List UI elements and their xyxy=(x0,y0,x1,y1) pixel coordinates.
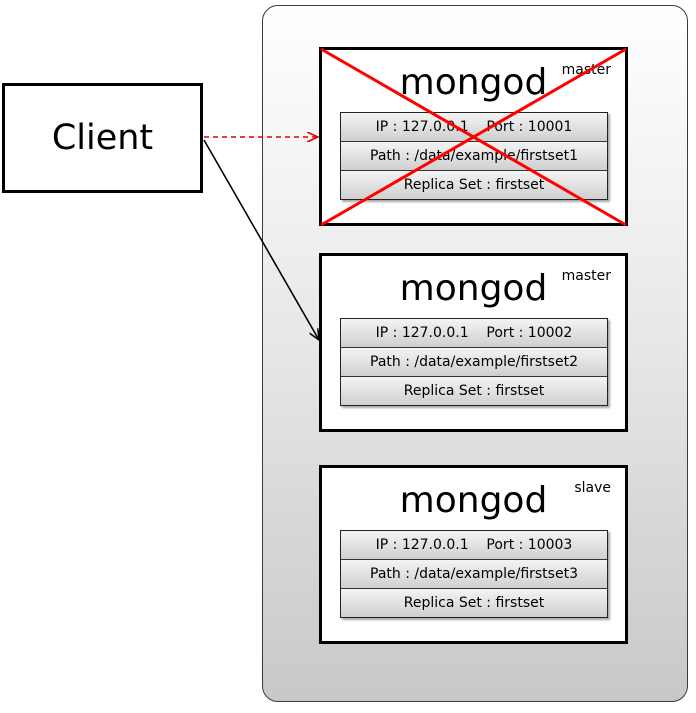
mongod-node-2: mongod master IP : 127.0.0.1 Port : 1000… xyxy=(319,253,628,432)
node-role: slave xyxy=(574,480,611,496)
client-box: Client xyxy=(2,83,203,193)
node-info-panel: IP : 127.0.0.1 Port : 10003 Path : /data… xyxy=(340,530,608,618)
node-ip-port: IP : 127.0.0.1 Port : 10003 xyxy=(341,531,607,560)
node-down-cross-icon xyxy=(320,47,627,227)
node-ip-port: IP : 127.0.0.1 Port : 10001 xyxy=(341,113,607,142)
active-connection-arrow xyxy=(203,139,319,340)
node-title: mongod xyxy=(399,268,548,309)
node-ip-port: IP : 127.0.0.1 Port : 10002 xyxy=(341,319,607,348)
mongod-node-3: mongod slave IP : 127.0.0.1 Port : 10003… xyxy=(319,465,628,644)
node-role: master xyxy=(561,268,611,284)
node-replica-set: Replica Set : firstset xyxy=(341,171,607,199)
node-info-panel: IP : 127.0.0.1 Port : 10002 Path : /data… xyxy=(340,318,608,406)
node-replica-set: Replica Set : firstset xyxy=(341,589,607,617)
node-title: mongod xyxy=(399,62,548,103)
node-path: Path : /data/example/firstset1 xyxy=(341,142,607,171)
node-info-panel: IP : 127.0.0.1 Port : 10001 Path : /data… xyxy=(340,112,608,200)
node-replica-set: Replica Set : firstset xyxy=(341,377,607,405)
node-path: Path : /data/example/firstset2 xyxy=(341,348,607,377)
node-title: mongod xyxy=(399,480,548,521)
client-label: Client xyxy=(51,118,154,158)
node-path: Path : /data/example/firstset3 xyxy=(341,560,607,589)
